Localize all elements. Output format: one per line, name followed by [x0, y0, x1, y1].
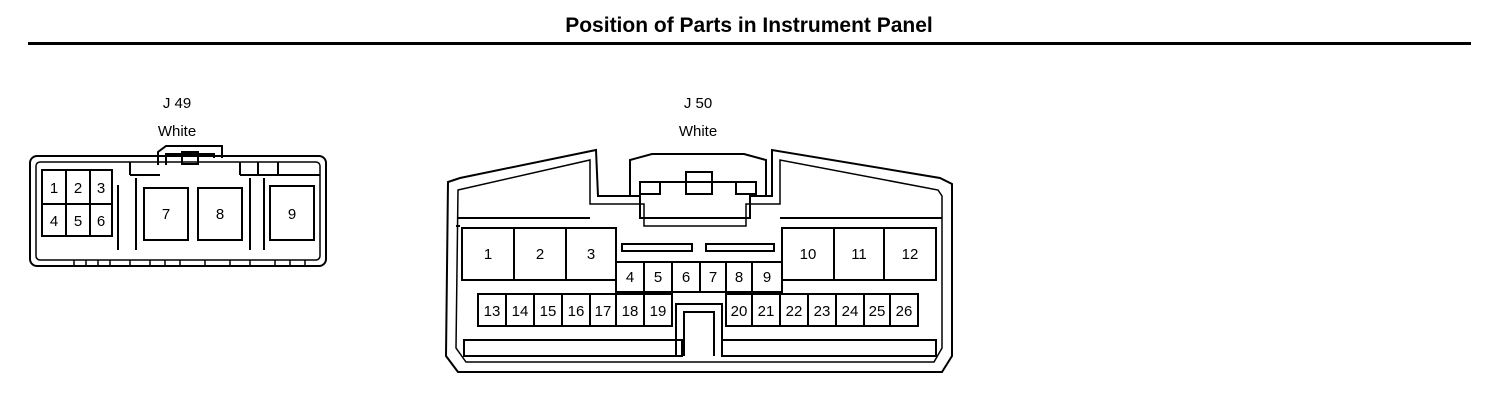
j49-connector-body: [29, 145, 327, 267]
j49-pin-3: 3: [97, 180, 105, 197]
j50-pin-14: 14: [512, 303, 529, 320]
j49-pin-4: 4: [50, 213, 58, 230]
j49-pin-2: 2: [74, 180, 82, 197]
j49-pins: [41, 169, 315, 241]
j49-connector-color: White: [157, 123, 197, 140]
j50-pin-12: 12: [902, 246, 919, 263]
j49-pin-5: 5: [74, 213, 82, 230]
j49-pin-8: 8: [216, 206, 224, 223]
j50-pin-3: 3: [587, 246, 595, 263]
j50-connector-id: J 50: [683, 95, 713, 112]
j50-pin-8: 8: [735, 269, 743, 286]
j49-pin-9: 9: [288, 206, 296, 223]
j50-pin-6: 6: [682, 269, 690, 286]
j50-pin-11: 11: [851, 246, 867, 263]
j49-connector-id: J 49: [162, 95, 192, 112]
j50-pin-15: 15: [540, 303, 557, 320]
j50-pins: [461, 227, 937, 327]
j50-pin-13: 13: [484, 303, 501, 320]
j49-pin-1: 1: [50, 180, 58, 197]
j50-pin-24: 24: [842, 303, 859, 320]
j50-pin-1: 1: [484, 246, 492, 263]
j50-pin-20: 20: [731, 303, 748, 320]
j50-pin-22: 22: [786, 303, 803, 320]
j50-pin-5: 5: [654, 269, 662, 286]
j49-pin-6: 6: [97, 213, 105, 230]
j50-pin-9: 9: [763, 269, 771, 286]
j50-pin-4: 4: [626, 269, 634, 286]
j50-pin-17: 17: [595, 303, 612, 320]
j49-pin-7: 7: [162, 206, 170, 223]
j50-pin-10: 10: [800, 246, 817, 263]
page-title: Position of Parts in Instrument Panel: [565, 14, 933, 37]
j50-pin-2: 2: [536, 246, 544, 263]
j50-pin-23: 23: [814, 303, 831, 320]
j50-pin-26: 26: [896, 303, 913, 320]
title-underline: [28, 42, 1471, 45]
j50-pin-18: 18: [622, 303, 639, 320]
j50-pin-25: 25: [869, 303, 886, 320]
j50-pin-7: 7: [709, 269, 717, 286]
j50-connector-color: White: [678, 123, 718, 140]
j50-pin-19: 19: [650, 303, 667, 320]
j50-pin-16: 16: [568, 303, 585, 320]
j50-connector-body: [444, 148, 953, 373]
j50-pin-21: 21: [758, 303, 775, 320]
